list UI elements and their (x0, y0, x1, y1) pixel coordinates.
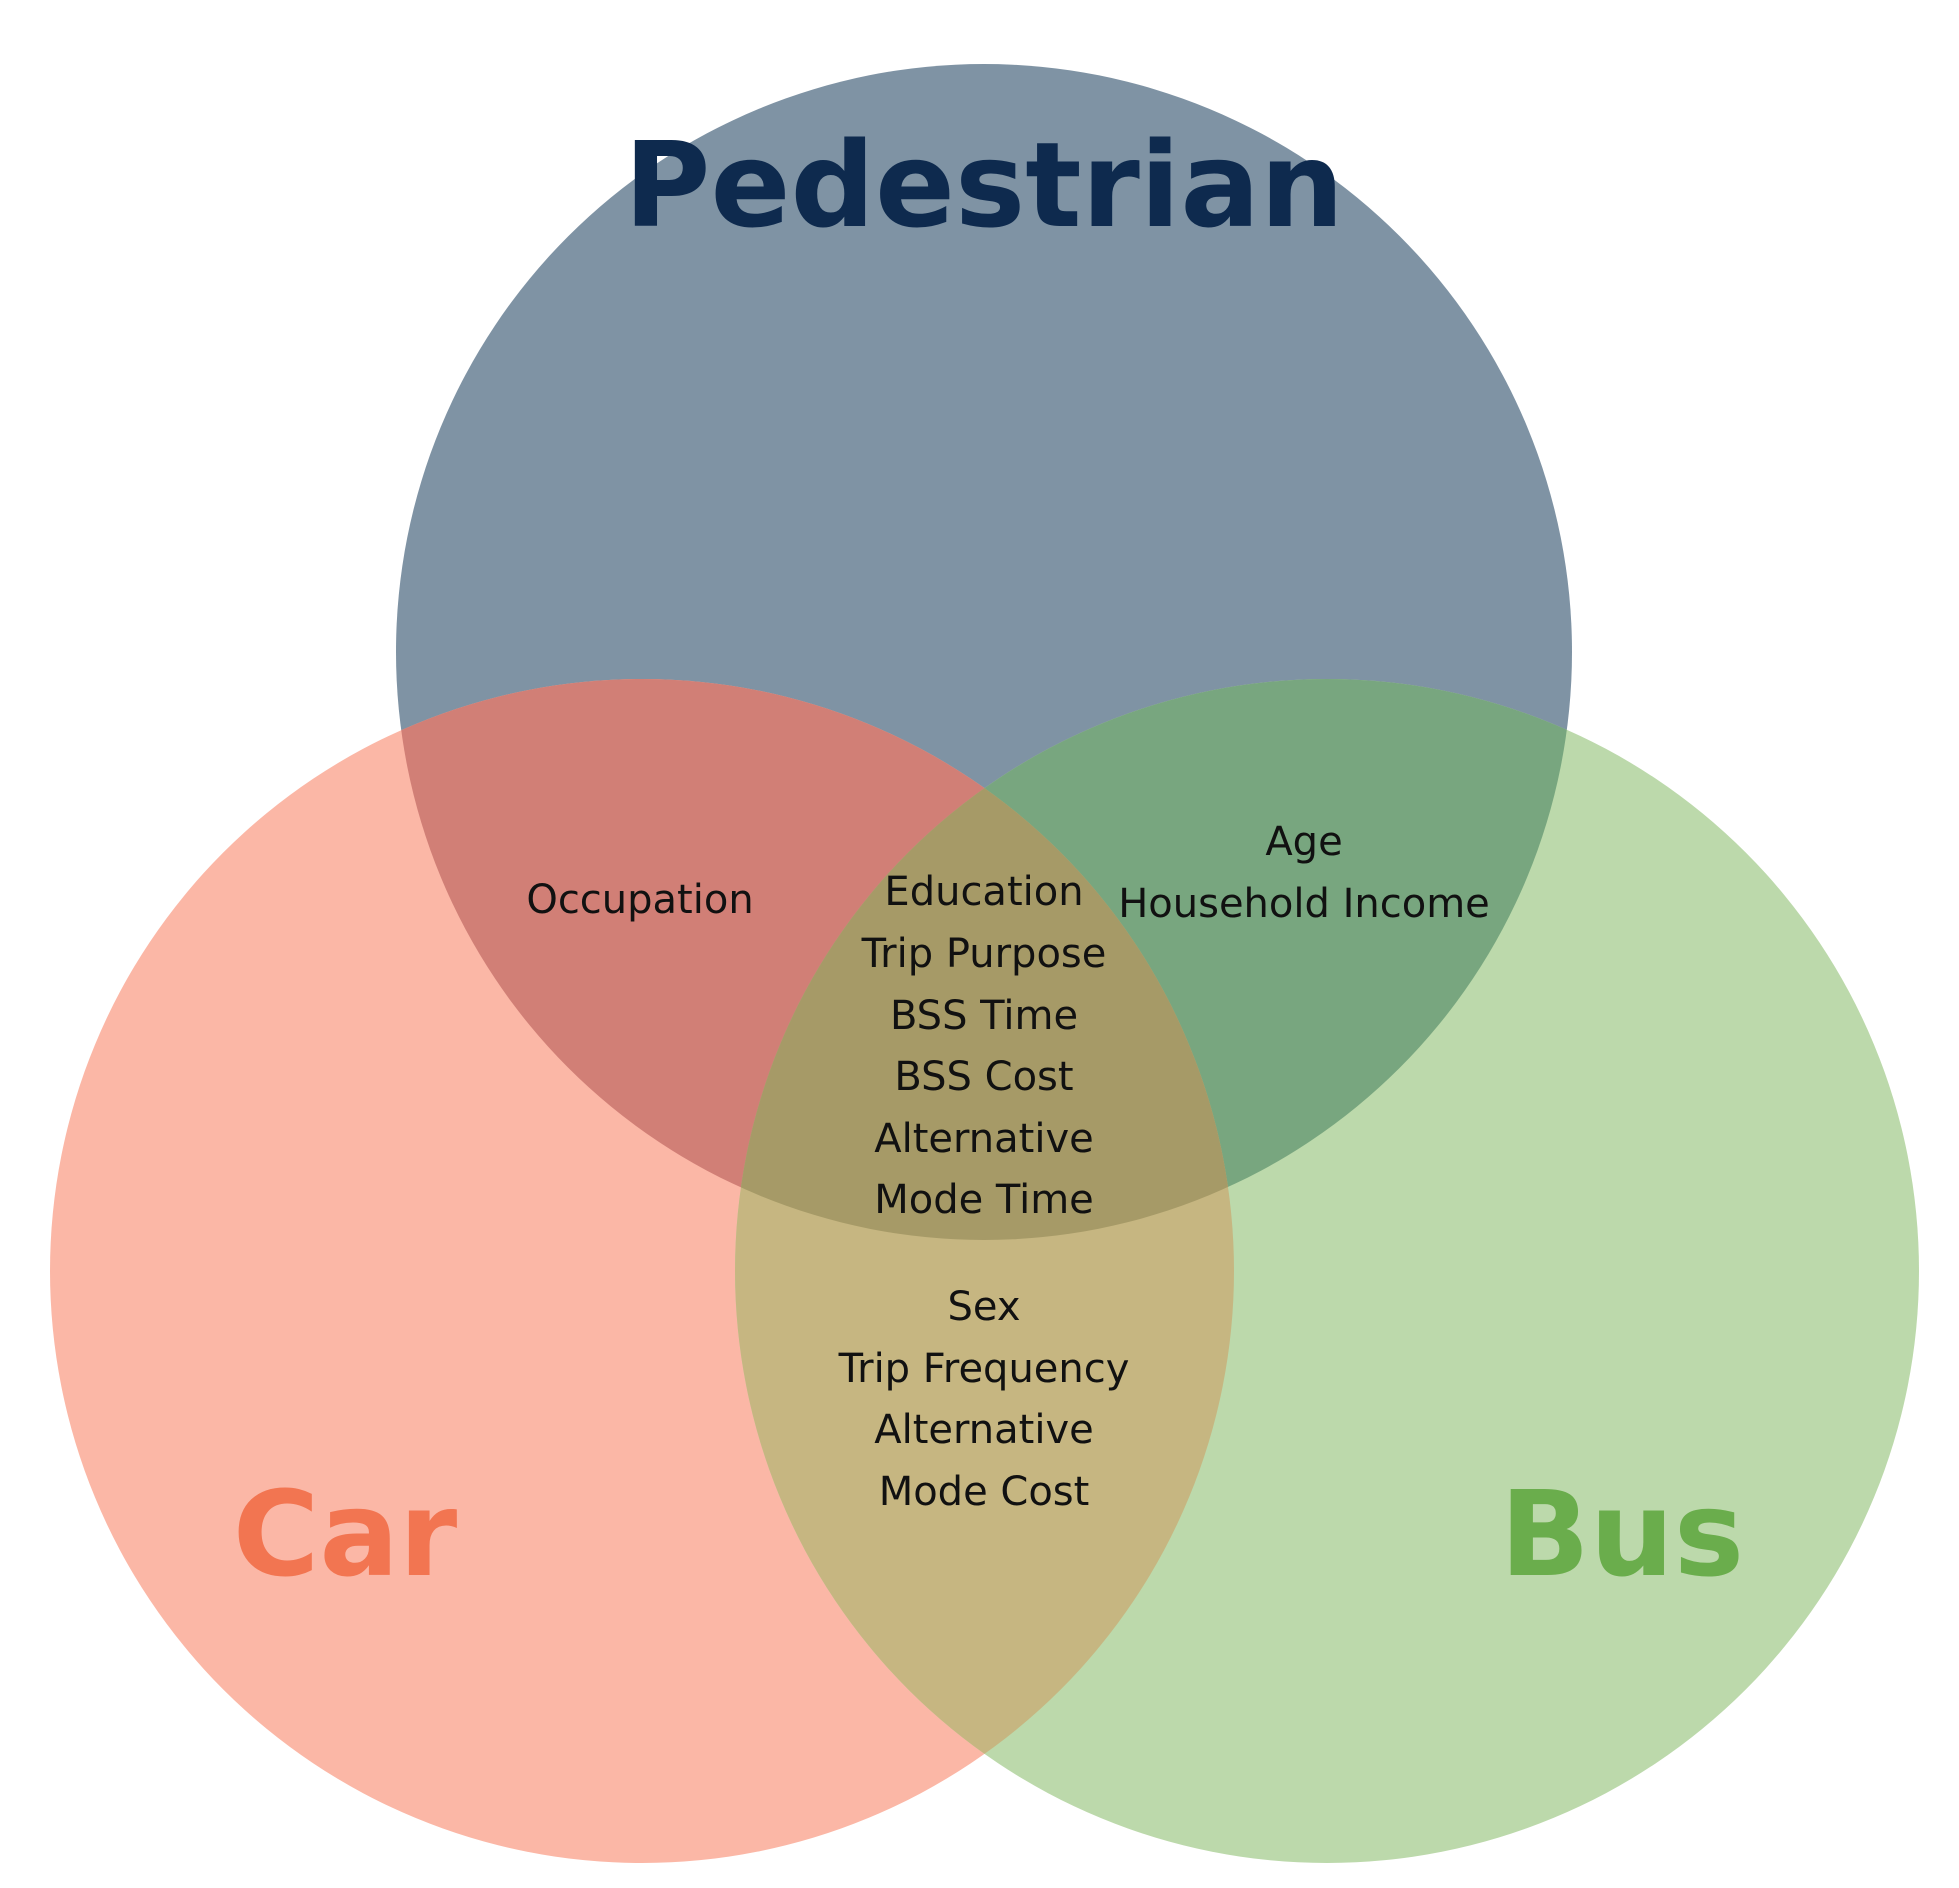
region-item: Sex (948, 1284, 1021, 1330)
overlap-all (735, 679, 1234, 1240)
region-item: Education (884, 869, 1083, 915)
region-item: Household Income (1118, 881, 1490, 927)
region-item: Age (1265, 819, 1342, 865)
region-item: Mode Time (874, 1177, 1094, 1223)
region-item: Mode Cost (879, 1469, 1090, 1515)
region-item: Trip Frequency (838, 1346, 1130, 1392)
region-item: Alternative (874, 1116, 1093, 1162)
region-item: Trip Purpose (861, 931, 1107, 977)
label-car: Car (233, 1465, 457, 1603)
region-item: Occupation (526, 877, 753, 923)
region-item: Alternative (874, 1407, 1093, 1453)
region-item: BSS Time (890, 993, 1078, 1039)
label-bus: Bus (1500, 1465, 1744, 1603)
region-item: BSS Cost (894, 1054, 1073, 1100)
label-pedestrian: Pedestrian (624, 116, 1344, 254)
